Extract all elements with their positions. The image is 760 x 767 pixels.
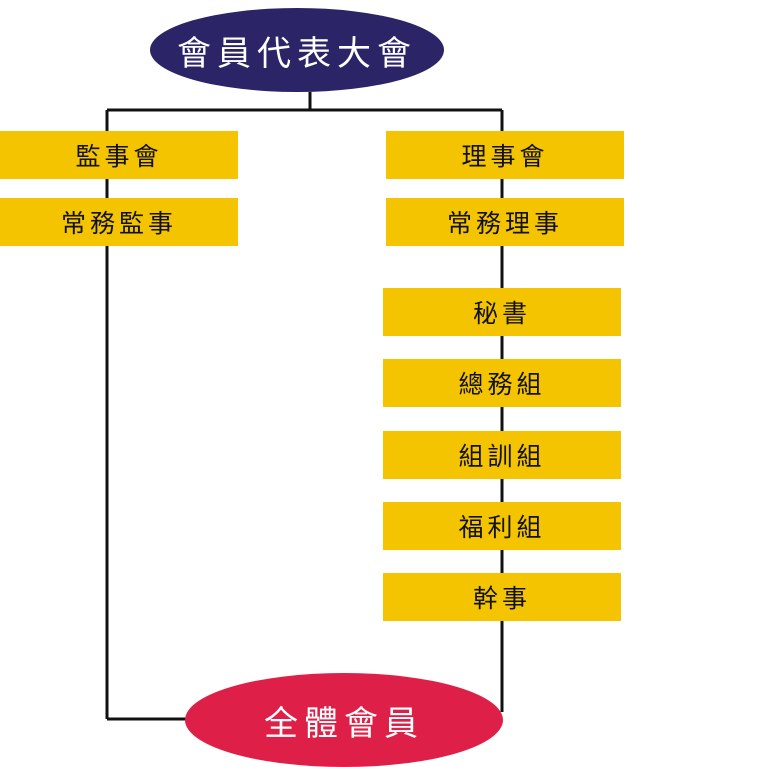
directors-board-label: 理事會 [461,142,549,171]
general-affairs-box: 總務組 [383,359,621,407]
staff-officer-box: 幹事 [383,573,621,621]
general-assembly-node: 會員代表大會 [150,8,444,92]
secretary-box: 秘書 [383,288,621,336]
organization-training-label: 組訓組 [458,442,546,471]
directors-board-box: 理事會 [386,131,624,179]
all-members-node: 全體會員 [185,673,503,767]
standing-director-box: 常務理事 [386,198,624,246]
secretary-label: 秘書 [472,299,531,328]
standing-supervisor-label: 常務監事 [60,209,177,238]
general-affairs-label: 總務組 [458,370,546,399]
general-assembly-label: 會員代表大會 [177,33,417,74]
standing-director-label: 常務理事 [446,209,563,238]
organization-training-box: 組訓組 [383,431,621,479]
supervisors-board-box: 監事會 [0,131,238,179]
supervisors-board-label: 監事會 [75,142,163,171]
standing-supervisor-box: 常務監事 [0,198,238,246]
welfare-label: 福利組 [458,513,546,542]
welfare-box: 福利組 [383,502,621,550]
staff-officer-label: 幹事 [472,584,531,613]
all-members-label: 全體會員 [264,703,424,744]
